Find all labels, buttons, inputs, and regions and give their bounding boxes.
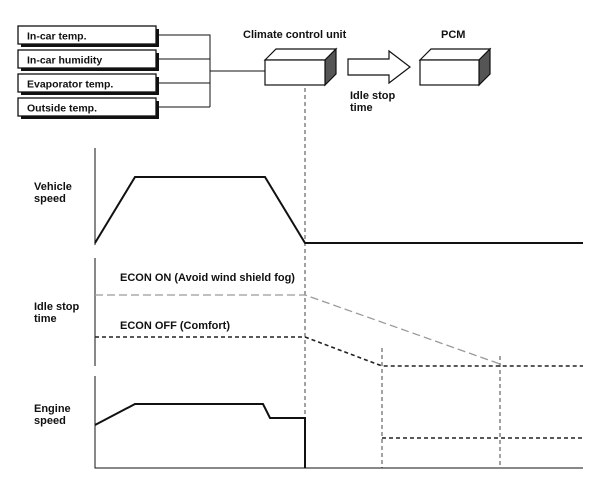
pcm-label: PCM (441, 29, 465, 41)
climate-control-unit-label: Climate control unit (243, 29, 347, 41)
vehicle-speed-curve (94, 176, 583, 244)
climate-control-unit-box (263, 47, 338, 87)
sensor-box-outside-temp: Outside temp. (17, 97, 159, 119)
vehicle-speed-panel: Vehicle speed (34, 148, 583, 245)
sensor-label: Outside temp. (27, 103, 97, 115)
engine-speed-axes (94, 376, 583, 469)
idle-stop-end-markers (381, 348, 501, 468)
signal-label-line1: Idle stop (350, 90, 396, 102)
sensor-label: In-car humidity (27, 55, 102, 67)
econ-off-label: ECON OFF (Comfort) (120, 320, 230, 332)
sensor-box-in-car-humidity: In-car humidity (17, 49, 159, 71)
sensor-box-evaporator-temp: Evaporator temp. (17, 73, 159, 95)
sensor-box-in-car-temp: In-car temp. (17, 25, 159, 47)
sensor-list: In-car temp. In-car humidity Evaporator … (17, 25, 159, 119)
sensor-connectors (156, 34, 265, 108)
vehicle-speed-label-line1: Vehicle (34, 181, 72, 193)
sensor-label: In-car temp. (27, 31, 87, 43)
engine-speed-curve-running (94, 403, 306, 468)
econ-off-curve (95, 336, 583, 367)
econ-on-curve (95, 294, 501, 365)
signal-label-line2: time (350, 102, 373, 114)
signal-arrow-icon (347, 49, 411, 85)
engine-speed-panel: Engine speed (34, 376, 583, 469)
vehicle-speed-label-line2: speed (34, 193, 66, 205)
idle-stop-time-label-line1: Idle stop (34, 301, 80, 313)
econ-on-label: ECON ON (Avoid wind shield fog) (120, 272, 295, 284)
idle-stop-time-label-line2: time (34, 313, 57, 325)
idle-stop-time-panel: ECON ON (Avoid wind shield fog) ECON OFF… (34, 258, 583, 468)
pcm-box (418, 47, 492, 87)
sensor-label: Evaporator temp. (27, 79, 113, 91)
engine-speed-label-line2: speed (34, 415, 66, 427)
engine-speed-label-line1: Engine (34, 403, 71, 415)
